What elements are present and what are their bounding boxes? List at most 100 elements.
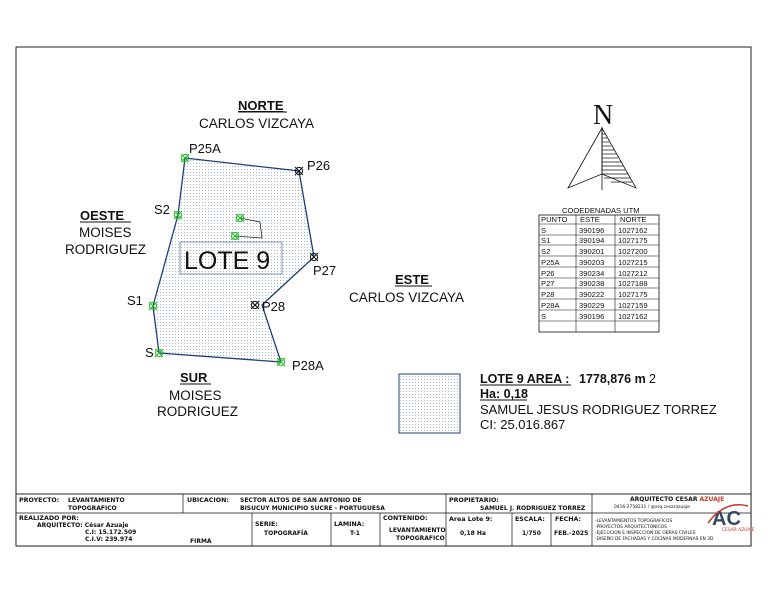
legend-area-value: 1778,876 m: [579, 372, 646, 386]
tb-civ: C.I.V: 239.974: [85, 536, 132, 543]
legend-ci: CI: 25.016.867: [480, 417, 565, 432]
building-outline: [234, 217, 263, 239]
point-marker-p26: [294, 166, 304, 176]
brand-logo-swoosh: [707, 504, 749, 524]
label-p25a: P25A: [189, 141, 221, 156]
tb-proyecto-value1: LEVANTAMIENTO: [68, 497, 125, 504]
label-p28a: P28A: [292, 358, 324, 373]
coords-cell: P26: [541, 269, 555, 278]
coords-cell: P27: [541, 279, 555, 288]
coords-cell: P28: [541, 290, 555, 299]
east-label: ESTE: [395, 272, 429, 287]
north-arrow-hatch: [602, 133, 632, 183]
tb-fecha-value: FEB.-2025: [554, 530, 588, 537]
tb-brand-arq: ARQUITECTO CESAR AZUAJE: [630, 496, 724, 503]
tb-area-lote-label: Area Lote 9:: [449, 516, 492, 523]
point-marker-inner-b: [230, 231, 240, 241]
tb-ubicacion-value2: BISUCUY MUNICIPIO SUCRE - PORTUGUESA: [240, 505, 385, 512]
area-legend: LOTE 9 AREA : 1778,876 m 2 Ha: 0,18 SAMU…: [398, 372, 717, 434]
north-letter: N: [593, 100, 613, 131]
tb-serie-value: TOPOGRAFÍA: [264, 529, 308, 537]
coords-cell: 1027175: [618, 290, 648, 299]
title-block-frame: [15, 493, 752, 547]
tb-ubicacion-label: UBICACION:: [187, 497, 229, 504]
label-s: S: [145, 345, 154, 360]
legend-ha: Ha: 0,18: [480, 387, 528, 401]
label-p27: P27: [313, 263, 336, 278]
coords-cell: S: [541, 226, 546, 235]
tb-service-4: -DISEÑO DE FACHADAS Y COCINAS MODERNAS E…: [595, 535, 714, 542]
label-p26: P26: [307, 158, 330, 173]
coordinates-table: COOEDENADAS UTM PUNTO ESTE NORTE S 39019…: [538, 206, 660, 333]
coords-cell: 390194: [579, 236, 604, 245]
coords-cell: 1027212: [618, 269, 648, 278]
coords-cell: 1027162: [618, 312, 648, 321]
tb-service-1: -LEVANTAMIENTOS TOPOGRAFICOS: [595, 518, 672, 524]
legend-swatch: [398, 373, 461, 434]
point-marker-inner-a: [235, 213, 245, 223]
tb-arquitecto: ARQUITECTO: César Azuaje: [37, 522, 128, 529]
north-arrow: N: [567, 100, 637, 190]
label-s2: S2: [154, 202, 170, 217]
point-marker-p28: [250, 300, 260, 310]
tb-fecha-label: FECHA:: [555, 516, 581, 523]
label-s1: S1: [127, 293, 143, 308]
coords-cell: 1027200: [618, 247, 648, 256]
tb-propietario-label: PROPIETARIO:: [449, 497, 499, 504]
lot-label: LOTE 9: [184, 247, 270, 275]
west-label: OESTE: [80, 208, 124, 223]
west-owner-line1: MOISES: [79, 225, 132, 240]
tb-contenido-value2: TOPOGRAFICO: [396, 535, 445, 542]
point-marker-p27: [309, 252, 319, 262]
tb-firma: FIRMA: [190, 538, 212, 545]
tb-lamina-label: LAMINA:: [334, 521, 364, 528]
tb-proyecto-value2: TOPOGRAFICO: [68, 505, 117, 512]
tb-ubicacion-value1: SECTOR ALTOS DE SAN ANTONIO DE: [240, 497, 361, 504]
tb-service-3: -EJECUCION E INSPECCION DE OBRAS CIVILES: [595, 530, 696, 536]
lot-label-frame: [179, 241, 283, 275]
tb-realizado-label: REALIZADO POR:: [19, 515, 79, 522]
tb-brand-contact: 0416-2758231 / @arq.cesarazuaje: [614, 504, 690, 510]
coords-cell: 1027188: [618, 279, 648, 288]
lot-plan: LOTE 9: [65, 98, 464, 419]
point-marker-p25a: [180, 153, 190, 163]
tb-lamina-value: T-1: [350, 530, 360, 537]
tb-area-lote-value: 0,18 Ha: [460, 530, 486, 537]
south-label: SUR: [180, 370, 208, 385]
north-owner: CARLOS VIZCAYA: [199, 116, 314, 131]
tb-serie-label: SERIE:: [255, 521, 278, 528]
tb-service-2: -PROYECTOS ARQUITECTONICOS: [595, 524, 667, 530]
coords-cell: 1027175: [618, 236, 648, 245]
coords-cell: S: [541, 312, 546, 321]
coords-header-norte: NORTE: [620, 215, 646, 224]
coords-cell: P28A: [541, 301, 561, 310]
coords-cell: 390234: [579, 269, 604, 278]
coords-table-frame: [538, 214, 660, 333]
north-label: NORTE: [238, 98, 284, 113]
coords-cell: 390201: [579, 247, 604, 256]
east-owner: CARLOS VIZCAYA: [349, 290, 464, 305]
brand-logo: AC CESAR AZUAJE: [707, 504, 755, 533]
coords-cell: 390196: [579, 312, 604, 321]
coords-cell: 1027162: [618, 226, 648, 235]
title-block: PROYECTO: LEVANTAMIENTO TOPOGRAFICO UBIC…: [15, 493, 755, 547]
coords-cell: S2: [541, 247, 550, 256]
coords-cell: 1027159: [618, 301, 648, 310]
coords-cell: 390222: [579, 290, 604, 299]
coords-header-este: ESTE: [580, 215, 600, 224]
coords-header-punto: PUNTO: [541, 215, 568, 224]
west-owner-line2: RODRIGUEZ: [65, 242, 146, 257]
coords-table-title: COOEDENADAS UTM: [562, 206, 640, 215]
tb-contenido-value1: LEVANTAMIENTO: [389, 527, 446, 534]
coords-cell: 1027215: [618, 258, 648, 267]
coords-cell: 390196: [579, 226, 604, 235]
south-owner-line2: RODRIGUEZ: [157, 404, 238, 419]
point-marker-s2: [173, 210, 183, 220]
coords-cell: S1: [541, 236, 550, 245]
south-owner-line1: MOISES: [169, 388, 222, 403]
label-p28: P28: [262, 299, 285, 314]
legend-area-unit-sup: 2: [649, 372, 656, 386]
brand-logo-mark: AC: [712, 508, 741, 530]
coords-cell: 390203: [579, 258, 604, 267]
